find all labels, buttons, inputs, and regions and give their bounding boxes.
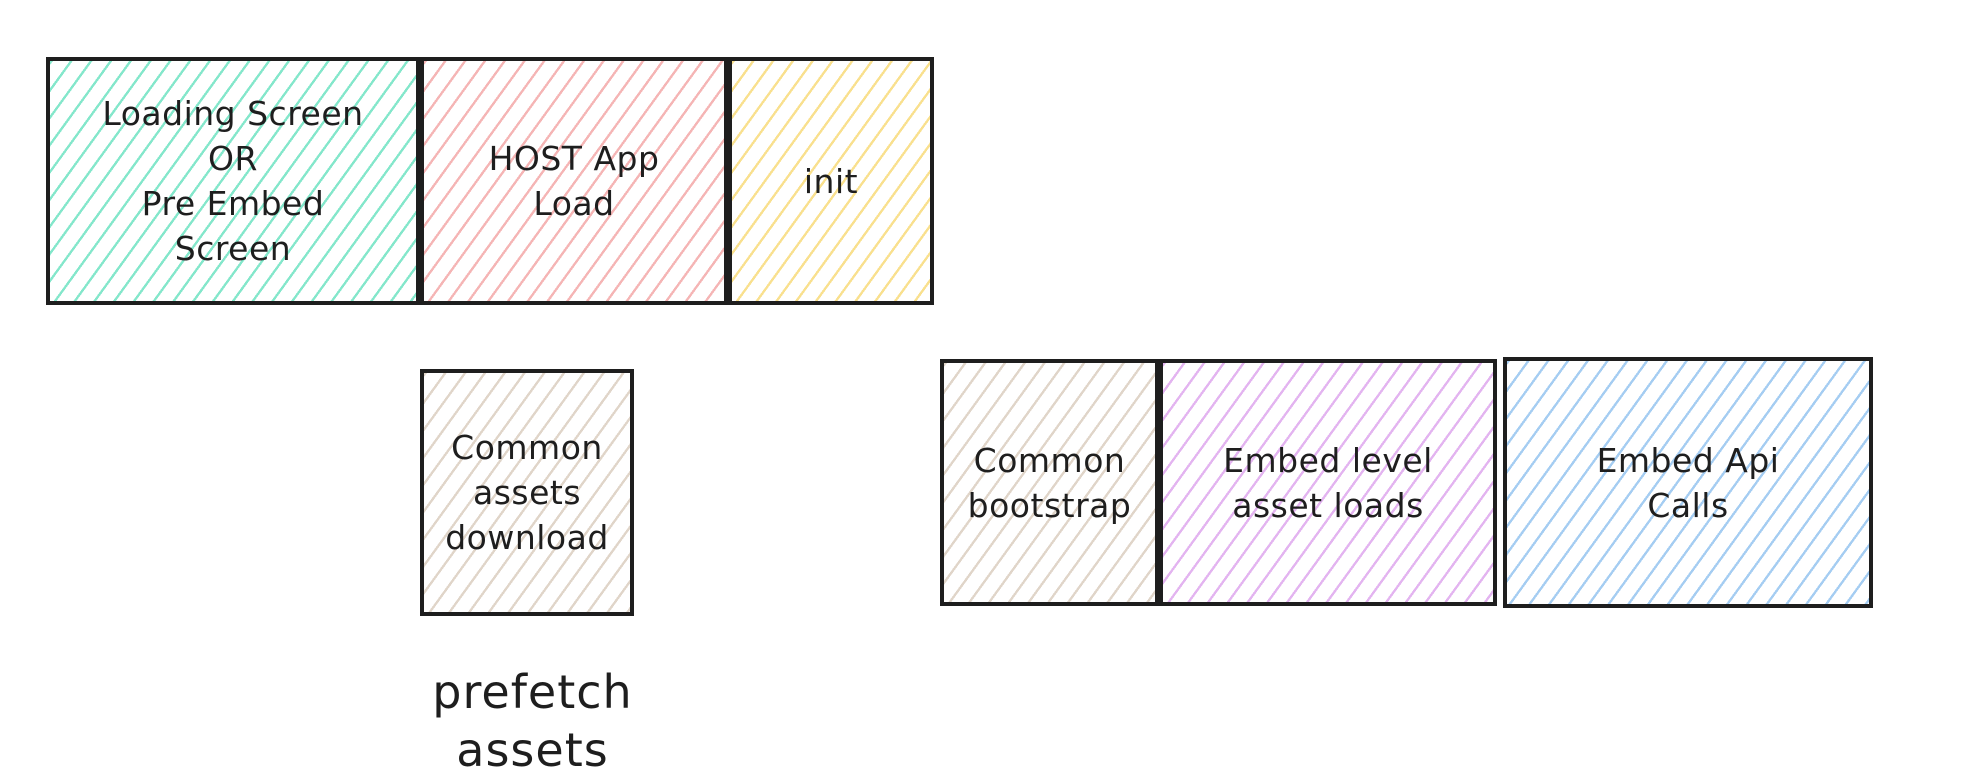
- box-label: init: [803, 161, 859, 201]
- box-host-app-load: HOST App Load: [420, 57, 728, 305]
- box-label: Embed Api Calls: [1596, 440, 1780, 525]
- box-loading-screen-or-pre-embed-screen: Loading Screen OR Pre Embed Screen: [46, 57, 420, 305]
- prefetch-assets-label: prefetch assets: [432, 665, 633, 770]
- box-label: Loading Screen OR Pre Embed Screen: [102, 94, 364, 268]
- box-common-bootstrap: Common bootstrap: [940, 359, 1159, 606]
- box-common-assets-download: Common assets download: [420, 369, 634, 616]
- box-init: init: [728, 57, 934, 305]
- box-label: Common bootstrap: [967, 440, 1132, 525]
- box-label: Common assets download: [445, 428, 609, 557]
- box-embed-level-asset-loads: Embed level asset loads: [1159, 359, 1497, 606]
- box-embed-api-calls: Embed Api Calls: [1503, 357, 1873, 608]
- box-label: Embed level asset loads: [1223, 440, 1433, 525]
- box-label: HOST App Load: [488, 139, 660, 223]
